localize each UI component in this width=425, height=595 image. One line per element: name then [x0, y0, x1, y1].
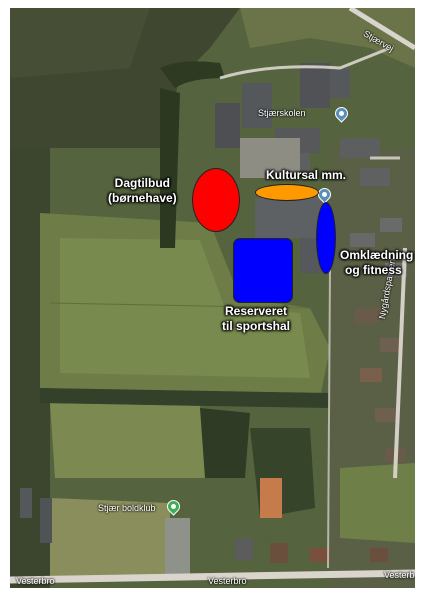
street-label-vesterbro-middle: Vesterbro — [208, 576, 247, 586]
map-imagery — [10, 8, 415, 588]
changing-label-line1: Omklædning — [340, 248, 414, 262]
daycare-label: Dagtilbud (børnehave) — [108, 176, 177, 206]
sports-hall-marker — [233, 238, 293, 303]
sports-label-line1: Reserveret — [224, 304, 288, 318]
daycare-marker — [192, 168, 240, 232]
sports-label: Reserveret til sportshal — [222, 304, 290, 334]
poi-label-club[interactable]: Stjær boldklub — [98, 503, 156, 513]
daycare-label-line2: (børnehave) — [108, 191, 177, 205]
street-label-vesterbro-left: Vesterbro — [16, 576, 55, 586]
street-label-vesterbro-right: Vesterb — [384, 570, 415, 580]
poi-label-school[interactable]: Stjærskolen — [258, 108, 306, 118]
changing-label: Omklædning og fitness — [340, 248, 413, 278]
culture-label-line1: Kultursal mm. — [266, 168, 347, 182]
sports-label-line2: til sportshal — [222, 319, 291, 333]
satellite-map[interactable]: Stjærvej Nygårdsparken Vesterbro Vesterb… — [10, 8, 415, 588]
daycare-label-line1: Dagtilbud — [114, 176, 170, 190]
changing-fitness-marker — [316, 202, 336, 274]
culture-label: Kultursal mm. — [266, 168, 346, 183]
changing-label-line2: og fitness — [345, 263, 402, 277]
culture-hall-marker — [255, 184, 319, 201]
